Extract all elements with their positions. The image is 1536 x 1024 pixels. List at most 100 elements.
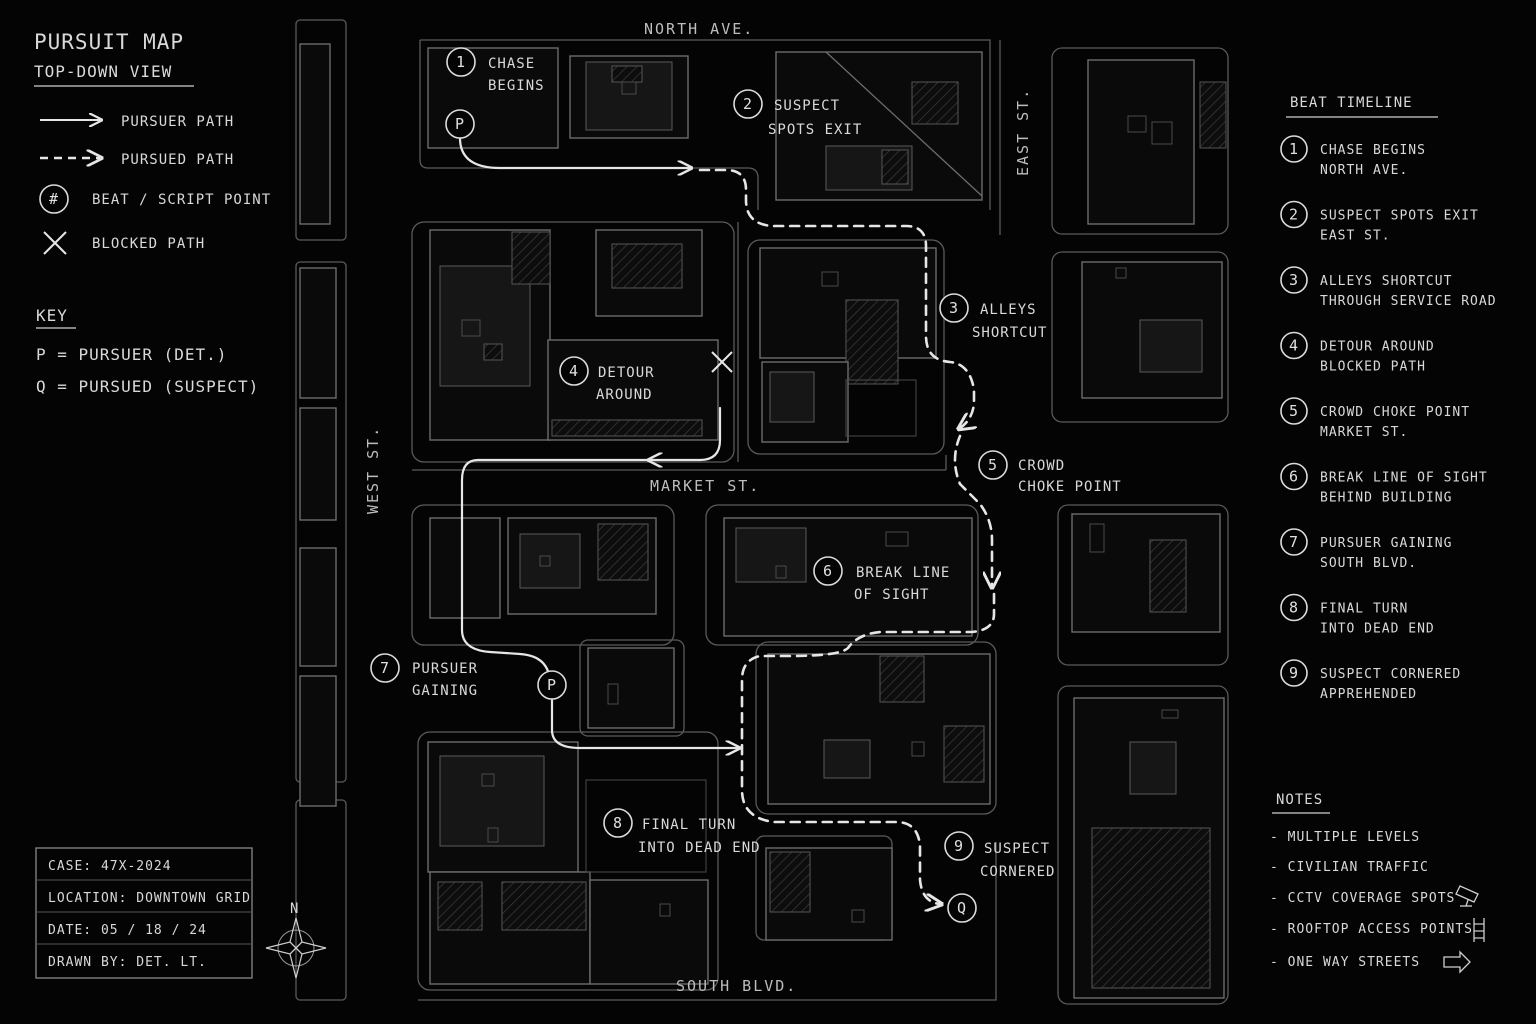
page-subtitle: TOP-DOWN VIEW (34, 62, 172, 81)
timeline-item-number: 7 (1289, 533, 1299, 551)
timeline-item-line2: APPREHENDED (1320, 687, 1417, 702)
beat-label: CORNERED (980, 864, 1055, 880)
key-pursuer: P = PURSUER (DET.) (36, 345, 227, 364)
timeline-item-line1: ALLEYS SHORTCUT (1320, 274, 1452, 289)
timeline-item-number: 1 (1289, 140, 1299, 158)
beat-number: 3 (949, 299, 959, 317)
timeline-item-line1: SUSPECT SPOTS EXIT (1320, 209, 1479, 224)
beat-number: 7 (380, 659, 390, 677)
timeline-item-line1: BREAK LINE OF SIGHT (1320, 471, 1488, 486)
timeline-item: 7 PURSUER GAINING SOUTH BLVD. (1280, 528, 1452, 571)
case-location: LOCATION: DOWNTOWN GRID (48, 891, 251, 906)
compass-rose-icon: N (265, 901, 327, 979)
legend-pursued-path: PURSUED PATH (40, 152, 234, 168)
pursuer-detour-segment (650, 406, 722, 460)
beat-2: 2 SUSPECT SPOTS EXIT (733, 89, 862, 138)
timeline-item-number: 8 (1289, 599, 1299, 617)
note-item: - ONE WAY STREETS (1270, 955, 1420, 970)
legend-label: PURSUED PATH (121, 152, 234, 168)
beat-number: 5 (988, 456, 998, 474)
timeline-item-number: 4 (1289, 337, 1299, 355)
beat-label: CHASE (488, 56, 535, 72)
beat-label: AROUND (596, 387, 653, 403)
street-label-north: NORTH AVE. (644, 20, 754, 38)
beat-number: 1 (456, 53, 466, 71)
case-info-box: CASE: 47X-2024 LOCATION: DOWNTOWN GRID D… (35, 847, 253, 979)
pursuer-marker-start: P (445, 109, 475, 139)
timeline-item-number: 6 (1289, 468, 1299, 486)
timeline-item-number: 5 (1289, 402, 1299, 420)
beat-label: SUSPECT (774, 98, 840, 114)
notes: NOTES - MULTIPLE LEVELS - CIVILIAN TRAFF… (1270, 792, 1485, 974)
beat-symbol: # (49, 190, 59, 208)
one-way-arrow-icon (1443, 950, 1471, 974)
beat-number: 4 (569, 362, 579, 380)
street-label-east: EAST ST. (1014, 88, 1032, 176)
timeline-item-line2: SOUTH BLVD. (1320, 556, 1417, 571)
key-pursued: Q = PURSUED (SUSPECT) (36, 377, 259, 396)
notes-title: NOTES (1276, 792, 1323, 808)
pursuer-marker-label: P (455, 115, 465, 133)
note-item: - ROOFTOP ACCESS POINTS (1270, 922, 1473, 937)
map-header: PURSUIT MAP TOP-DOWN VIEW (34, 30, 194, 87)
legend-blocked-path: BLOCKED PATH (43, 231, 205, 255)
beat-number: 8 (613, 814, 623, 832)
blocked-x-icon (43, 231, 67, 255)
legend-label: BLOCKED PATH (92, 236, 205, 252)
beat-label: BEGINS (488, 78, 545, 94)
timeline-item: 2 SUSPECT SPOTS EXIT EAST ST. (1280, 200, 1479, 244)
note-item: - CIVILIAN TRAFFIC (1270, 860, 1429, 875)
beat-label: SHORTCUT (972, 325, 1047, 341)
timeline-item-line1: FINAL TURN (1320, 602, 1408, 617)
street-label-south: SOUTH BLVD. (676, 977, 797, 995)
timeline-item-number: 2 (1289, 206, 1299, 224)
page-title: PURSUIT MAP (34, 30, 184, 54)
beat-label: ALLEYS (980, 302, 1037, 318)
timeline-item-line1: SUSPECT CORNERED (1320, 667, 1461, 682)
beat-label: SPOTS EXIT (768, 122, 862, 138)
beat-3: 3 ALLEYS SHORTCUT (939, 293, 1047, 341)
beat-number: 9 (954, 837, 964, 855)
pursued-path (698, 168, 994, 904)
key: KEY P = PURSUER (DET.) Q = PURSUED (SUSP… (36, 306, 259, 396)
beat-label: OF SIGHT (854, 587, 929, 603)
timeline-item: 8 FINAL TURN INTO DEAD END (1280, 593, 1435, 637)
beat-label: CHOKE POINT (1018, 479, 1122, 495)
timeline-item-line1: DETOUR AROUND (1320, 340, 1435, 355)
pursuer-marker-label: P (547, 676, 557, 694)
beat-label: FINAL TURN (642, 817, 736, 833)
beat-1: 1 CHASE BEGINS (446, 47, 545, 94)
timeline-item-number: 3 (1289, 271, 1299, 289)
beat-8: 8 FINAL TURN INTO DEAD END (603, 808, 761, 856)
beat-number: 2 (743, 95, 753, 113)
timeline-item-line2: THROUGH SERVICE ROAD (1320, 294, 1497, 309)
key-title: KEY (36, 306, 68, 325)
compass-north-label: N (290, 901, 299, 917)
timeline-title: BEAT TIMELINE (1290, 95, 1413, 111)
timeline-item-line2: INTO DEAD END (1320, 622, 1435, 637)
beat-5: 5 CROWD CHOKE POINT (978, 450, 1122, 495)
legend-pursuer-path: PURSUER PATH (40, 114, 234, 130)
beat-label: CROWD (1018, 458, 1065, 474)
street-label-west: WEST ST. (364, 426, 382, 514)
beat-7: 7 PURSUER GAINING (370, 653, 477, 699)
timeline-item-line1: CROWD CHOKE POINT (1320, 405, 1470, 420)
beat-label: SUSPECT (984, 841, 1050, 857)
timeline-item-line2: NORTH AVE. (1320, 163, 1408, 178)
legend-label: BEAT / SCRIPT POINT (92, 192, 271, 208)
note-item: - MULTIPLE LEVELS (1270, 830, 1420, 845)
timeline-item-line2: EAST ST. (1320, 229, 1391, 244)
beat-4: 4 DETOUR AROUND (559, 356, 654, 403)
beat-label: INTO DEAD END (638, 840, 761, 856)
timeline-item-line1: PURSUER GAINING (1320, 536, 1452, 551)
timeline-item: 3 ALLEYS SHORTCUT THROUGH SERVICE ROAD (1280, 266, 1497, 309)
pursuer-marker-current: P (537, 670, 567, 700)
legend-label: PURSUER PATH (121, 114, 234, 130)
